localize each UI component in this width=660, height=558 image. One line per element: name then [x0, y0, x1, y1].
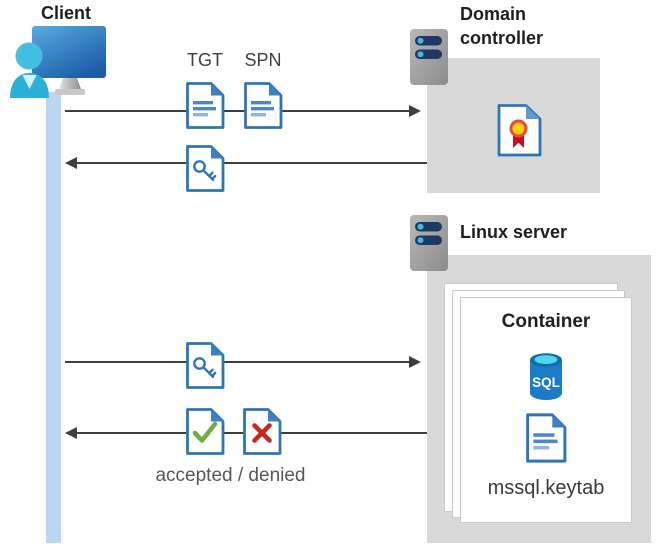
sql-icon-label: SQL [532, 375, 560, 390]
certificate-icon [497, 104, 542, 157]
server-icon [409, 28, 449, 86]
client-label: Client [40, 3, 91, 23]
container-card-front [460, 297, 632, 523]
accepted-document-icon [185, 408, 225, 455]
document-icon [525, 412, 567, 464]
tgt-label: TGT [187, 50, 223, 70]
accepted-denied-caption: accepted / denied [155, 465, 306, 486]
server-icon [409, 214, 449, 272]
domain-controller-label: Domain controller [460, 4, 544, 48]
container-label: Container [501, 311, 591, 332]
key-ticket-document-icon [185, 145, 225, 192]
tgt-ticket-document-icon [185, 82, 225, 129]
linux-server-label: Linux server [460, 222, 568, 242]
client-lifeline [46, 92, 61, 543]
denied-document-icon [242, 408, 282, 455]
spn-ticket-document-icon [243, 82, 283, 129]
client-workstation-icon [8, 26, 108, 98]
sql-database-icon: SQL [528, 351, 564, 402]
key-ticket-document-icon [185, 342, 225, 389]
spn-label: SPN [244, 50, 282, 70]
keytab-filename: mssql.keytab [487, 477, 605, 499]
